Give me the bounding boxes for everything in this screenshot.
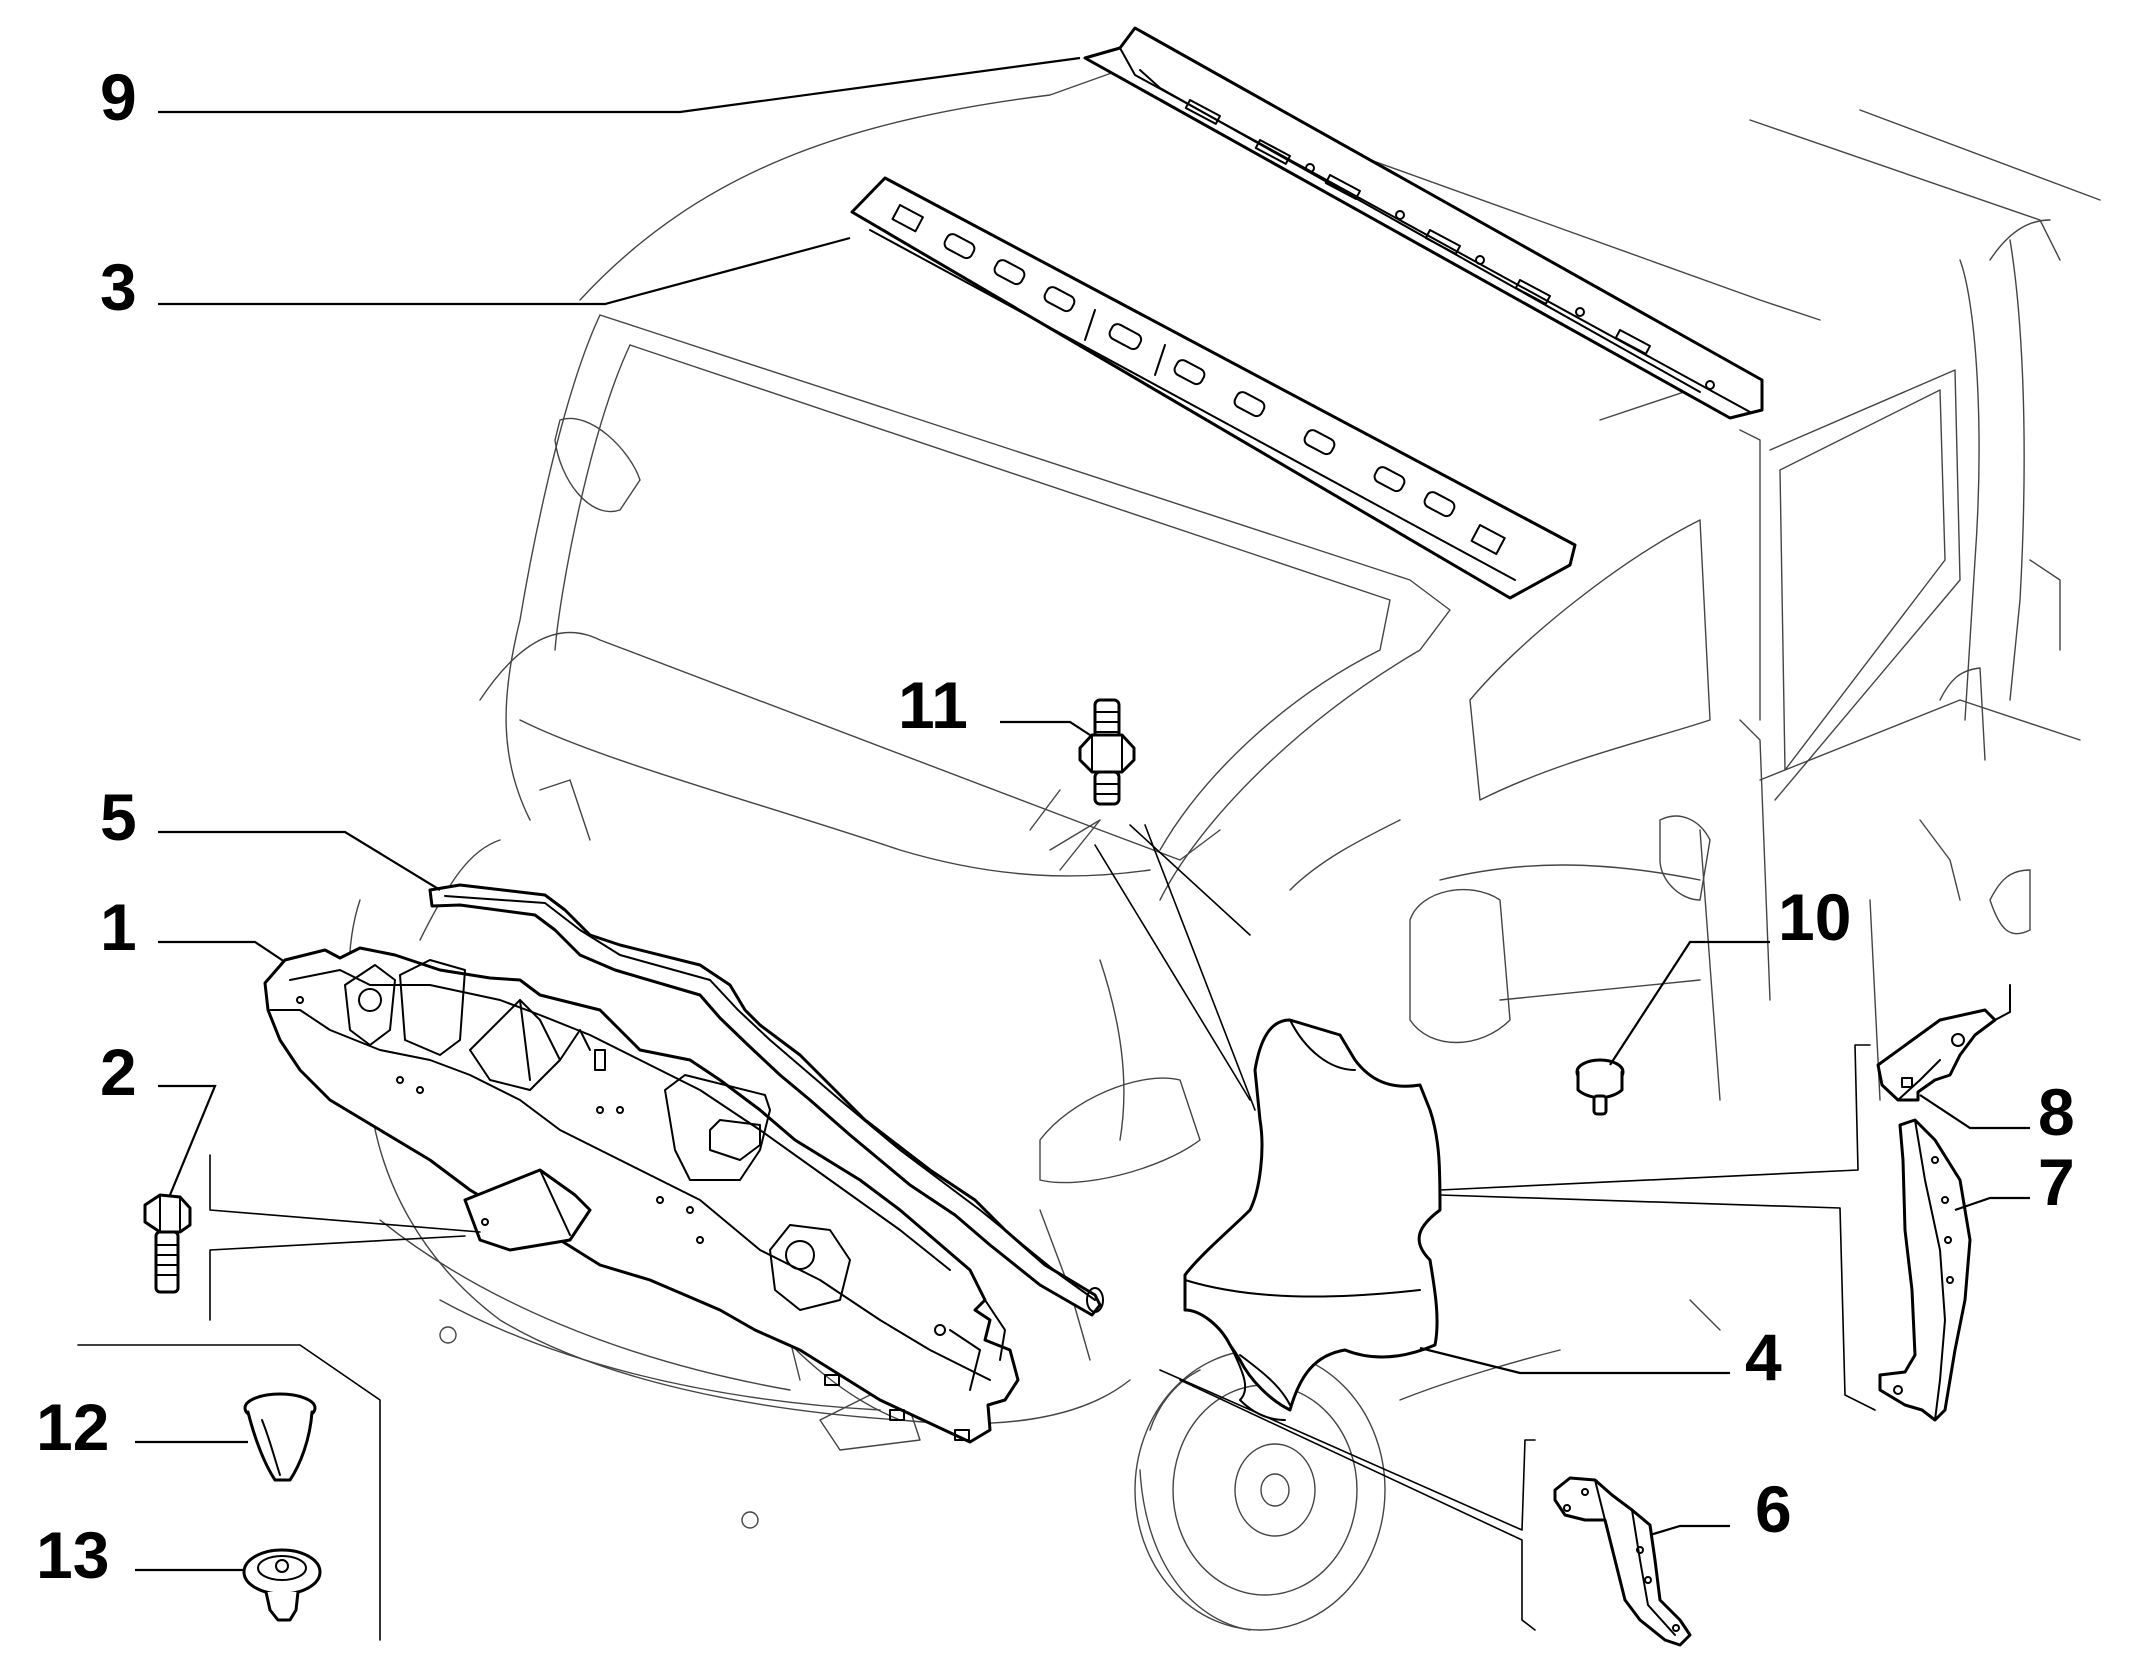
part-1-front-crossmember — [263, 946, 1020, 1444]
part-7-vertical-bracket — [1878, 1118, 1972, 1422]
callout-8: 8 — [2038, 1075, 2075, 1149]
part-11-stud — [1078, 698, 1256, 1111]
part-5-hood-seal — [428, 883, 1104, 1317]
part-9-roof-rail — [1083, 26, 1764, 420]
part-3-windshield-header — [850, 176, 1577, 600]
callout-6: 6 — [1755, 1472, 1792, 1546]
callout-13: 13 — [36, 1518, 109, 1592]
callout-5: 5 — [100, 780, 137, 854]
callout-3: 3 — [100, 250, 137, 324]
part-2-bolt — [143, 1193, 192, 1294]
callout-7: 7 — [2038, 1145, 2075, 1219]
part-8-bracket — [1876, 984, 2011, 1102]
callout-4: 4 — [1745, 1320, 1782, 1394]
van-body-outline — [348, 69, 2101, 1631]
part-12-push-clip — [243, 1392, 317, 1482]
part-10-clip — [1575, 1058, 1625, 1116]
part-13-screw-clip — [242, 1548, 322, 1622]
callout-12: 12 — [36, 1390, 109, 1464]
part-6-lower-bracket — [1553, 1476, 1692, 1647]
leader-lines — [77, 56, 2030, 1641]
part-4-front-fender — [1183, 1018, 1442, 1421]
callout-2: 2 — [100, 1035, 137, 1109]
callout-11: 11 — [898, 668, 968, 742]
callout-9: 9 — [100, 60, 137, 134]
callout-1: 1 — [100, 890, 137, 964]
callout-labels: 9 3 11 5 1 10 2 8 7 12 4 13 6 — [36, 60, 2075, 1592]
callout-10: 10 — [1778, 880, 1851, 954]
